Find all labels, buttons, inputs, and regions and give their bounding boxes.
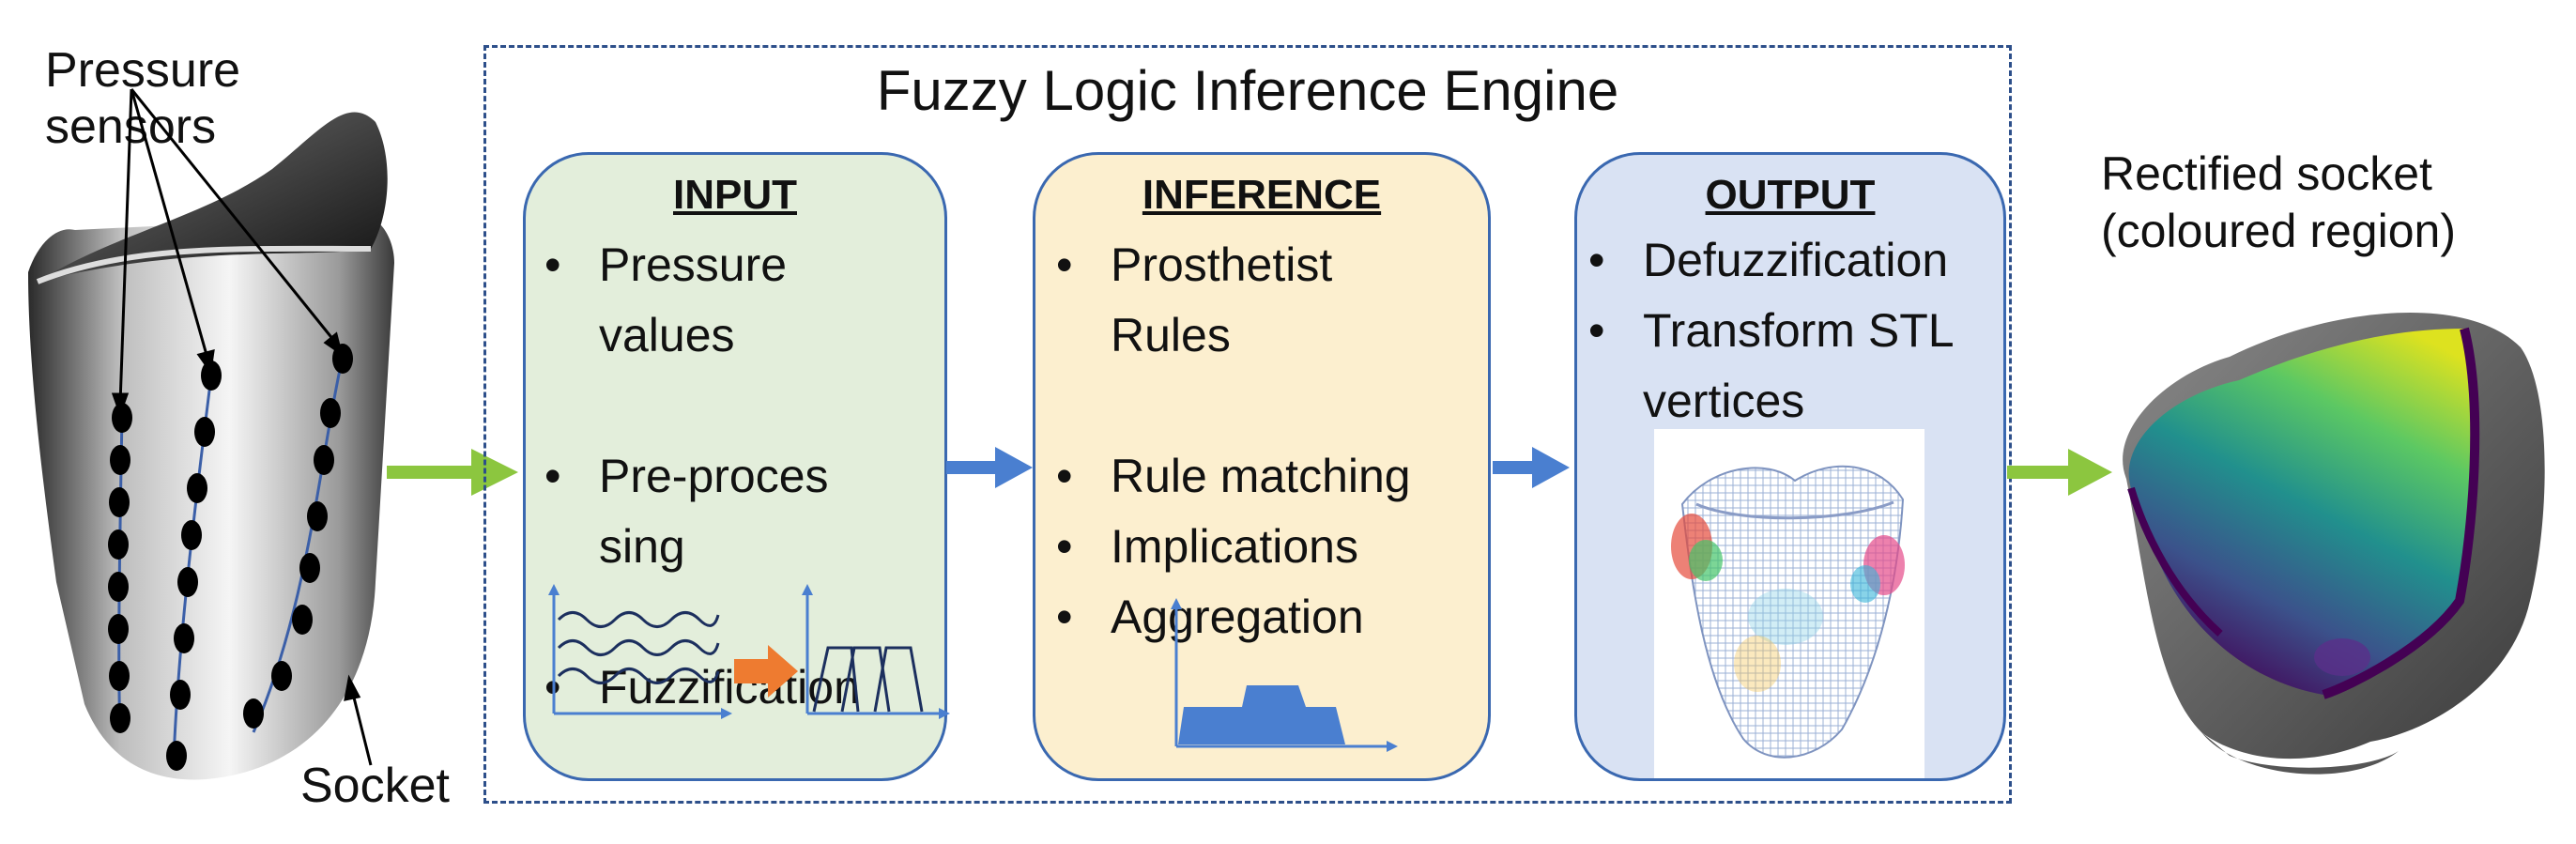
rectified-socket-label-line-2: (coloured region) bbox=[2101, 205, 2456, 257]
input-list: Pressure values Pre-processing Fuzzifica… bbox=[533, 230, 946, 723]
input-box: INPUT Pressure values Pre-processing Fuz… bbox=[523, 152, 950, 781]
aggregated-output-icon bbox=[1171, 598, 1398, 752]
input-item-pressure-values: Pressure values bbox=[533, 230, 946, 371]
inference-to-output-arrow-icon bbox=[1493, 447, 1570, 488]
inference-item-aggregation: Aggregation bbox=[1045, 582, 1494, 652]
signal-waves-icon bbox=[548, 584, 732, 719]
mesh-point-cloud-icon bbox=[1671, 465, 1905, 759]
rectified-socket-label: Rectified socket (coloured region) bbox=[2101, 146, 2456, 260]
inference-list: Prosthetist Rules Rule matching Implicat… bbox=[1045, 230, 1494, 652]
input-arrow-icon bbox=[387, 449, 518, 496]
output-item-transform-stl: Transform STL vertices bbox=[1577, 296, 2007, 437]
membership-functions-icon bbox=[802, 584, 950, 719]
inference-item-rule-matching: Rule matching bbox=[1045, 441, 1494, 512]
rectified-socket-heatmap-icon bbox=[2123, 312, 2545, 775]
inference-box: INFERENCE Prosthetist Rules Rule matchin… bbox=[1033, 152, 1491, 781]
inference-item-prosthetist-rules: Prosthetist Rules bbox=[1045, 230, 1494, 371]
engine-title: Fuzzy Logic Inference Engine bbox=[876, 59, 1619, 122]
inference-engine-frame bbox=[483, 45, 2012, 804]
output-item-defuzzification: Defuzzification bbox=[1577, 225, 2007, 296]
inference-item-implications: Implications bbox=[1045, 512, 1494, 582]
input-heading: INPUT bbox=[673, 172, 797, 218]
input-item-preprocessing: Pre-processing bbox=[533, 441, 946, 582]
output-list: Defuzzification Transform STL vertices bbox=[1577, 225, 2007, 437]
rectified-socket-label-line-1: Rectified socket bbox=[2101, 147, 2432, 200]
fuzzify-arrow-icon bbox=[734, 645, 798, 698]
output-box: OUTPUT Defuzzification Transform STL ver… bbox=[1574, 152, 2006, 781]
output-arrow-icon bbox=[2007, 449, 2112, 496]
output-heading: OUTPUT bbox=[1705, 172, 1876, 218]
socket-label: Socket bbox=[300, 759, 450, 813]
pressure-sensors-label-line-1: Pressure bbox=[45, 43, 241, 98]
input-item-fuzzification: Fuzzification bbox=[533, 652, 946, 723]
mesh-image-panel bbox=[1654, 429, 1924, 778]
inference-heading: INFERENCE bbox=[1142, 172, 1382, 218]
socket-with-sensors-icon bbox=[28, 88, 394, 780]
input-to-inference-arrow-icon bbox=[946, 447, 1033, 488]
